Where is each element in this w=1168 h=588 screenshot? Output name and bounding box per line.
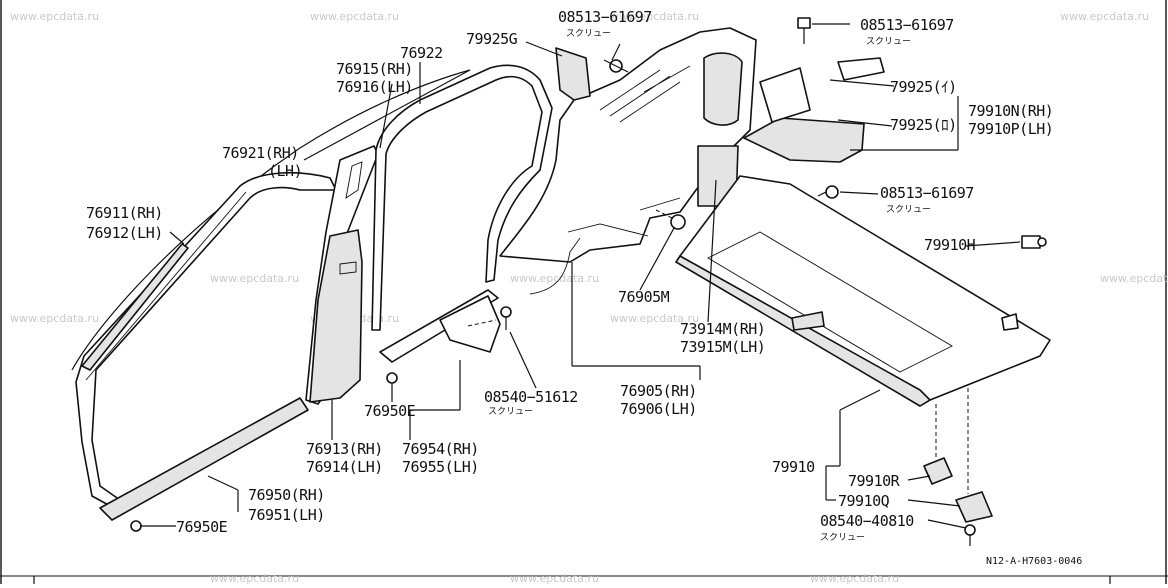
label-79910r: 79910R [848,472,901,490]
screw-top-center [603,59,629,73]
pillar-trim-slot [345,161,363,199]
watermark: www.epcdata.ru [210,572,299,584]
label-73915m: 73915M(LH) [680,338,765,356]
watermark: www.epcdata.ru [610,312,699,325]
quarter-upper-bracket [555,47,591,101]
label-76951: 76951(LH) [248,506,325,524]
label-76921-rh: 76921(RH) [222,144,299,162]
scuff-plate-bracket [439,295,501,353]
label-76955: 76955(LH) [402,458,479,476]
label-screw-top-center: スクリュー [566,28,611,39]
screw-mid [817,185,839,199]
label-76913: 76913(RH) [306,440,383,458]
watermark: www.epcdata.ru [1100,272,1168,285]
label-76905m: 76905M [618,288,670,306]
label-76912: 76912(LH) [86,224,163,242]
pillar-trim-clip-hole [339,261,357,275]
label-76911: 76911(RH) [86,204,163,222]
label-08513-61697-top-right: 08513−61697 [860,16,954,34]
label-79910p: 79910P(LH) [968,120,1053,138]
watermark: www.epcdata.ru [1060,10,1149,23]
vent-louvers [599,65,691,123]
watermark: www.epcdata.ru [510,572,599,584]
part-labels: 08513−61697 スクリュー 08513−61697 スクリュー 7992… [86,8,1082,567]
label-08513-61697-top-center: 08513−61697 [558,8,652,26]
label-76950e-mid: 76950E [364,402,416,420]
watermark: www.epcdata.ru [610,10,699,23]
label-screw-top-right: スクリュー [866,36,911,47]
label-76915: 76915(RH) [336,60,413,78]
label-79910q: 79910Q [838,492,890,510]
label-79925g: 79925G [466,30,518,48]
label-08540-40810: 08540−40810 [820,512,914,530]
watermark: www.epcdata.ru [510,272,599,285]
bracket-79910q [955,491,993,523]
screw-08540-40810 [964,524,976,546]
clip-76950e-mid [386,372,398,384]
label-screw-08540-51612: スクリュー [488,406,533,417]
label-76950e-bottom: 76950E [176,518,228,536]
label-76950: 76950(RH) [248,486,325,504]
tonneau-cover-recess [707,231,953,373]
box-hinge-bracket [837,57,885,81]
tonneau-cover-latch [1001,313,1019,331]
watermark: www.epcdata.ru [810,572,899,584]
leader-lines [140,23,1021,529]
label-76906: 76906(LH) [620,400,697,418]
tonneau-cover-handle [791,311,825,331]
label-08513-61697-mid: 08513−61697 [880,184,974,202]
label-76914: 76914(LH) [306,458,383,476]
panel-edge-detail [567,197,681,237]
label-76905: 76905(RH) [620,382,697,400]
side-box-lid [759,67,811,123]
label-76954: 76954(RH) [402,440,479,458]
harness-wire [529,237,581,295]
rear-door-weatherstrip [371,64,553,331]
label-73914m: 73914M(RH) [680,320,765,338]
center-pillar-lower-trim [309,229,363,403]
side-box-tray [743,117,865,163]
label-79910n: 79910N(RH) [968,102,1053,120]
label-79925h: 79925(ｲ) [890,78,957,96]
clip-76905m [670,214,686,230]
label-screw-08540-40810: スクリュー [820,532,865,543]
watermark: www.epcdata.ru [210,272,299,285]
label-79910: 79910 [772,458,815,476]
label-76922: 76922 [400,44,443,62]
label-76921-lh: (LH) [268,162,302,180]
weatherstrip-detail [85,191,247,381]
bracket-79910r [923,457,953,485]
install-line [467,319,497,327]
screw-top-right [797,17,811,44]
label-79910h: 79910H [924,236,976,254]
wheelhouse-trim [703,52,743,126]
tonneau-cover-front-edge [675,255,931,407]
front-scuff-plate [99,397,309,521]
label-08540-51612: 08540−51612 [484,388,578,406]
install-line [655,209,673,219]
watermark: www.epcdata.ru [10,10,99,23]
front-door-weatherstrip [75,171,337,509]
watermark: www.epcdata.ru [310,10,399,23]
screw-08540-51612 [500,306,512,330]
clip-76950e-bottom [130,520,142,532]
quarter-trim-panel [499,27,757,263]
drip-molding [81,243,189,371]
diagram-reference-code: N12-A-H7603-0046 [986,556,1082,567]
label-screw-mid: スクリュー [886,204,931,215]
label-76916: 76916(LH) [336,78,413,96]
watermark: www.epcdata.ru [10,312,99,325]
body-roof-outline [71,69,471,371]
label-79925j: 79925(ﾛ) [890,116,957,134]
hook-79910h [1021,235,1047,249]
